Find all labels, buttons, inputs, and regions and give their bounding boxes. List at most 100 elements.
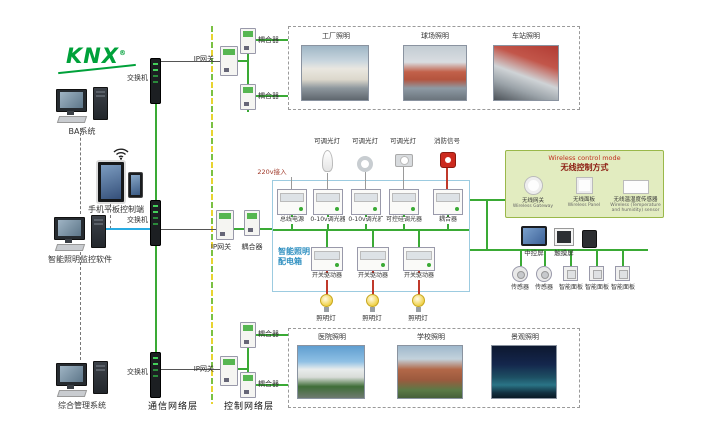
mains-input-label: 220v接入 [257, 168, 287, 176]
coupler-device [240, 84, 256, 110]
switch-actuator-module [357, 247, 389, 271]
knx-bus-line [462, 199, 505, 201]
switch-label: 交换机 [127, 368, 148, 376]
bus-stub [418, 231, 420, 247]
tower-icon [93, 87, 108, 120]
wireless-item-label-en: Wireless (Temperature and humidity) sens… [610, 203, 661, 214]
wall-panel-icon [582, 230, 597, 248]
wifi-icon [113, 148, 129, 160]
lighting-lamp-icon [366, 294, 379, 312]
monitor-icon [56, 363, 87, 386]
wireless-title-en: Wireless control mode [548, 154, 621, 162]
ip-gateway-device [220, 356, 238, 386]
touch-screen-label: 触摸屏 [554, 249, 574, 257]
title-line2: 配电箱 [278, 257, 302, 266]
tablet-screen [101, 165, 121, 199]
touch-screen [554, 228, 574, 246]
registered-mark: ® [119, 49, 128, 57]
lamp-label: 照明灯 [316, 314, 336, 322]
coupler-label: 耦合器 [258, 92, 279, 100]
network-switch [150, 58, 161, 104]
ceiling-lamp-icon [395, 154, 413, 167]
photo-label: 工厂照明 [322, 32, 350, 40]
dimmable-bulb-icon [322, 150, 333, 172]
keyboard-icon [54, 244, 86, 251]
coupler-label: 耦合器 [258, 380, 279, 388]
knx-bus-line [247, 32, 249, 112]
monitor-icon [54, 217, 85, 240]
lamp-label: 照明灯 [408, 314, 428, 322]
module-label: 开关驱动器 [307, 272, 347, 280]
smart-panel-label: 智能面板 [558, 284, 583, 291]
wireless-sensor-item: 无线温湿度传感器 Wireless (Temperature and humid… [610, 176, 661, 213]
phone-screen [131, 175, 140, 195]
lamp-wire [365, 172, 366, 189]
knx-bus-drop [596, 251, 598, 266]
switch-chain-line [155, 104, 157, 200]
lamp-wire [327, 173, 328, 189]
lamp-wire [326, 271, 328, 297]
school-lighting-photo [397, 345, 463, 399]
sensor-label: 传感器 [534, 284, 553, 291]
wireless-item-label-zh: 无线面板 [572, 197, 595, 203]
fire-alarm-icon [440, 152, 456, 168]
screen [58, 220, 81, 236]
bus-power-module [277, 189, 307, 215]
ba-system-label: BA系统 [68, 127, 96, 136]
switch-label: 交换机 [127, 216, 148, 224]
coupler-device [240, 372, 256, 398]
wireless-panel-icon [575, 177, 593, 194]
screen [557, 231, 571, 243]
fire-signal-label: 消防信号 [434, 137, 460, 145]
knx-bus-line [256, 39, 288, 41]
keyboard-icon [56, 390, 88, 397]
ip-gateway-label: IP网关 [210, 243, 232, 251]
sensor-icon [536, 266, 552, 282]
stadium-lighting-photo [403, 45, 467, 101]
smart-panel-icon [563, 266, 578, 281]
ethernet-line [104, 228, 150, 230]
dimmable-lamp-label: 可调光灯 [314, 137, 340, 145]
knx-bus-line [256, 384, 288, 386]
layer-divider-dashed-line [211, 26, 213, 404]
photo-label: 球场照明 [421, 32, 449, 40]
knx-logo: KNX® [66, 44, 127, 68]
knx-bus-drop [570, 251, 572, 266]
module-label: 0-10v调光器 [345, 216, 387, 224]
smart-panel-icon [589, 266, 604, 281]
comm-layer-label: 通信网络层 [147, 402, 198, 412]
knx-logo-text: KNX [66, 44, 120, 68]
management-system-label: 综合管理系统 [58, 401, 106, 410]
knx-bus-line [238, 368, 247, 370]
hospital-lighting-photo [297, 345, 365, 399]
knx-bus-line [273, 229, 469, 231]
network-switch [150, 200, 161, 246]
bottom-gallery-box: 医院照明 学校照明 景观照明 [288, 328, 580, 408]
ip-gateway-label: IP网关 [193, 365, 214, 373]
central-control-screen [521, 226, 547, 246]
ip-gateway-device [220, 46, 238, 76]
lan-dashed-line [110, 204, 111, 229]
lighting-lamp-icon [320, 294, 333, 312]
photo-label: 医院照明 [318, 333, 346, 341]
module-label: 耦合器 [428, 216, 468, 224]
knx-bus-line [486, 199, 488, 251]
monitor-stand [65, 239, 72, 243]
mobile-control-label: 手机平板控制端 [88, 205, 144, 214]
photo-label: 学校照明 [417, 333, 445, 341]
monitor-stand [67, 111, 74, 115]
ba-system-computer [56, 86, 108, 126]
dimmable-lamp-label: 可调光灯 [352, 137, 378, 145]
factory-lighting-photo [301, 45, 369, 101]
coupler-label: 耦合器 [258, 36, 279, 44]
module-label: 0-10v调光器 [307, 216, 349, 224]
lighting-distribution-box: 总线电源 0-10v调光器 0-10v调光器 可控硅调光器 耦合器 开关驱动器 … [272, 180, 470, 297]
coupler-device [240, 28, 256, 54]
module-label: 可控硅调光器 [381, 216, 427, 224]
top-gallery-box: 工厂照明 球场照明 车站照明 [288, 26, 580, 110]
lighting-lamp-icon [412, 294, 425, 312]
wireless-item-label-zh: 无线温湿度传感器 [613, 197, 658, 203]
lan-dashed-line [80, 128, 81, 214]
fire-signal-wire [446, 166, 448, 189]
coupler-label: 耦合器 [241, 243, 263, 251]
